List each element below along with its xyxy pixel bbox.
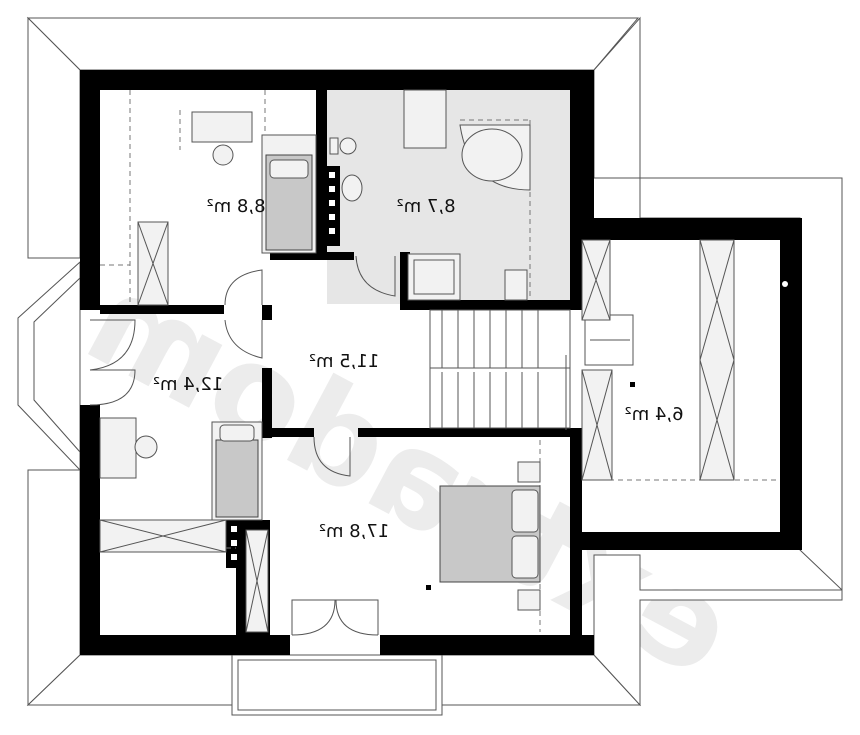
wardrobe-nw [137, 221, 169, 306]
doors [89, 255, 396, 636]
room-labels: 8,8 m² 8,7 m² 11,5 m² 12,4 m² 17,8 m² 6,… [153, 196, 684, 542]
ventilation-blocks [226, 166, 340, 568]
area-label-room-e: 6,4 m² [624, 404, 683, 425]
area-label-bedroom-w: 12,4 m² [153, 374, 224, 395]
desk-nw [191, 111, 253, 166]
walls [80, 70, 802, 655]
room-e-fixtures [581, 239, 788, 481]
bedroom-w-furniture [99, 417, 269, 633]
bathroom-fixtures [329, 89, 531, 301]
bed-nw [261, 134, 317, 254]
area-label-bedroom-nw: 8,8 m² [206, 196, 265, 217]
area-label-bathroom: 8,7 m² [396, 196, 455, 217]
bed-main [426, 461, 541, 611]
area-label-hall: 11,5 m² [309, 351, 380, 372]
area-label-bedroom-main: 17,8 m² [319, 521, 390, 542]
